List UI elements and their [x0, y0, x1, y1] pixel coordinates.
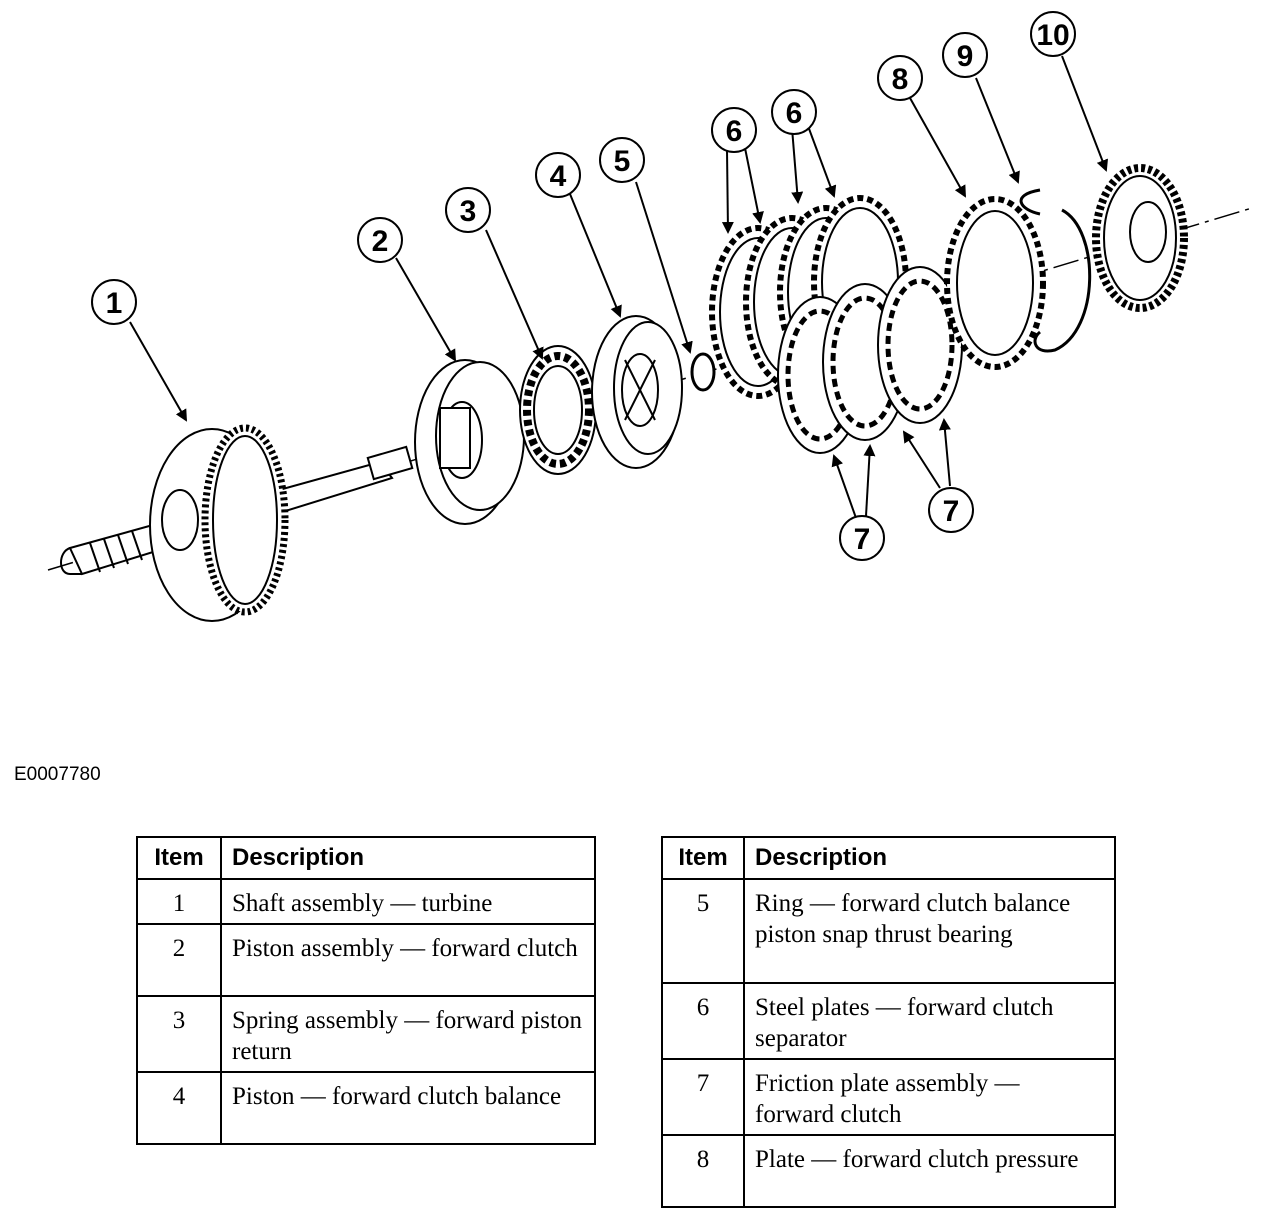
callout-circle	[711, 107, 757, 153]
callout-circle	[1030, 11, 1076, 57]
callout-label: 7	[854, 523, 871, 556]
legend-row: 6 Steel plates — forward clutch separato…	[661, 982, 1116, 1060]
header-description: Description	[220, 836, 596, 880]
legend-item-description: Piston assembly — forward clutch	[220, 923, 596, 997]
callout-2: 2	[357, 217, 403, 263]
callout-circle	[599, 137, 645, 183]
part-8-pressure-plate	[944, 196, 1046, 370]
part-3-spring-assembly	[519, 345, 597, 475]
callout-7: 7	[928, 487, 974, 533]
callout-label: 9	[957, 40, 974, 73]
callout-circle	[445, 187, 491, 233]
callout-circle	[771, 89, 817, 135]
part-10-gear	[1092, 164, 1188, 312]
callout-label: 6	[726, 115, 743, 148]
callout-label: 7	[943, 495, 960, 528]
callout-6: 6	[771, 89, 817, 135]
legend-row: 3 Spring assembly — forward piston retur…	[136, 995, 596, 1073]
callout-circle	[839, 515, 885, 561]
callout-7: 7	[839, 515, 885, 561]
legend-item-description: Steel plates — forward clutch separator	[743, 982, 1116, 1060]
callout-bubbles: 1 2 3 4 5 6 6 7 7 8 9 10	[91, 11, 1076, 561]
part-2-piston-assembly	[414, 359, 525, 525]
legend-row: 4 Piston — forward clutch balance	[136, 1071, 596, 1145]
callout-label: 2	[372, 225, 389, 258]
legend-item-number: 8	[661, 1134, 745, 1208]
callout-1: 1	[91, 279, 137, 325]
part-4-piston-balance	[591, 315, 683, 469]
legend-item-number: 6	[661, 982, 745, 1060]
callout-circle	[91, 279, 137, 325]
figure-id: E0007780	[14, 764, 101, 785]
legend-item-number: 7	[661, 1058, 745, 1136]
callout-label: 4	[550, 160, 567, 193]
callout-label: 8	[892, 63, 909, 96]
callout-circle	[877, 55, 923, 101]
legend-item-description: Friction plate assembly — forward clutch	[743, 1058, 1116, 1136]
legend-row: 8 Plate — forward clutch pressure	[661, 1134, 1116, 1208]
callout-10: 10	[1030, 11, 1076, 57]
callout-6: 6	[711, 107, 757, 153]
callout-9: 9	[942, 32, 988, 78]
legend-item-description: Ring — forward clutch balance piston sna…	[743, 878, 1116, 984]
legend-header-row: Item Description	[661, 836, 1116, 880]
legend-table-left: Item Description 1 Shaft assembly — turb…	[136, 836, 596, 1145]
exploded-view-diagram: 1 2 3 4 5 6 6 7 7 8 9 10	[47, 11, 1253, 622]
legend-item-number: 2	[136, 923, 222, 997]
callout-circle	[928, 487, 974, 533]
legend-item-number: 5	[661, 878, 745, 984]
legend-item-number: 4	[136, 1071, 222, 1145]
callout-3: 3	[445, 187, 491, 233]
callout-circle	[535, 152, 581, 198]
callout-circle	[942, 32, 988, 78]
clutch-plate-stack	[709, 195, 963, 454]
legend-item-number: 1	[136, 878, 222, 925]
legend-row: 5 Ring — forward clutch balance piston s…	[661, 878, 1116, 984]
callout-label: 6	[786, 97, 803, 130]
header-description: Description	[743, 836, 1116, 880]
callout-8: 8	[877, 55, 923, 101]
leader-lines	[129, 55, 1108, 519]
part-9-snap-ring	[1019, 188, 1092, 353]
legend-item-description: Piston — forward clutch balance	[220, 1071, 596, 1145]
part-1-turbine-shaft	[60, 424, 414, 622]
callout-4: 4	[535, 152, 581, 198]
legend-item-description: Shaft assembly — turbine	[220, 878, 596, 925]
legend-item-description: Spring assembly — forward piston return	[220, 995, 596, 1073]
callout-label: 10	[1036, 19, 1069, 52]
callout-label: 1	[106, 287, 123, 320]
callout-5: 5	[599, 137, 645, 183]
legend-row: 1 Shaft assembly — turbine	[136, 878, 596, 925]
legend-row: 7 Friction plate assembly — forward clut…	[661, 1058, 1116, 1136]
part-5-snap-ring	[690, 352, 716, 392]
legend-item-description: Plate — forward clutch pressure	[743, 1134, 1116, 1208]
legend-header-row: Item Description	[136, 836, 596, 880]
callout-circle	[357, 217, 403, 263]
legend-item-number: 3	[136, 995, 222, 1073]
header-item: Item	[136, 836, 222, 880]
legend-row: 2 Piston assembly — forward clutch	[136, 923, 596, 997]
callout-label: 5	[614, 145, 631, 178]
header-item: Item	[661, 836, 745, 880]
legend-table-right: Item Description 5 Ring — forward clutch…	[661, 836, 1116, 1208]
callout-label: 3	[460, 195, 477, 228]
